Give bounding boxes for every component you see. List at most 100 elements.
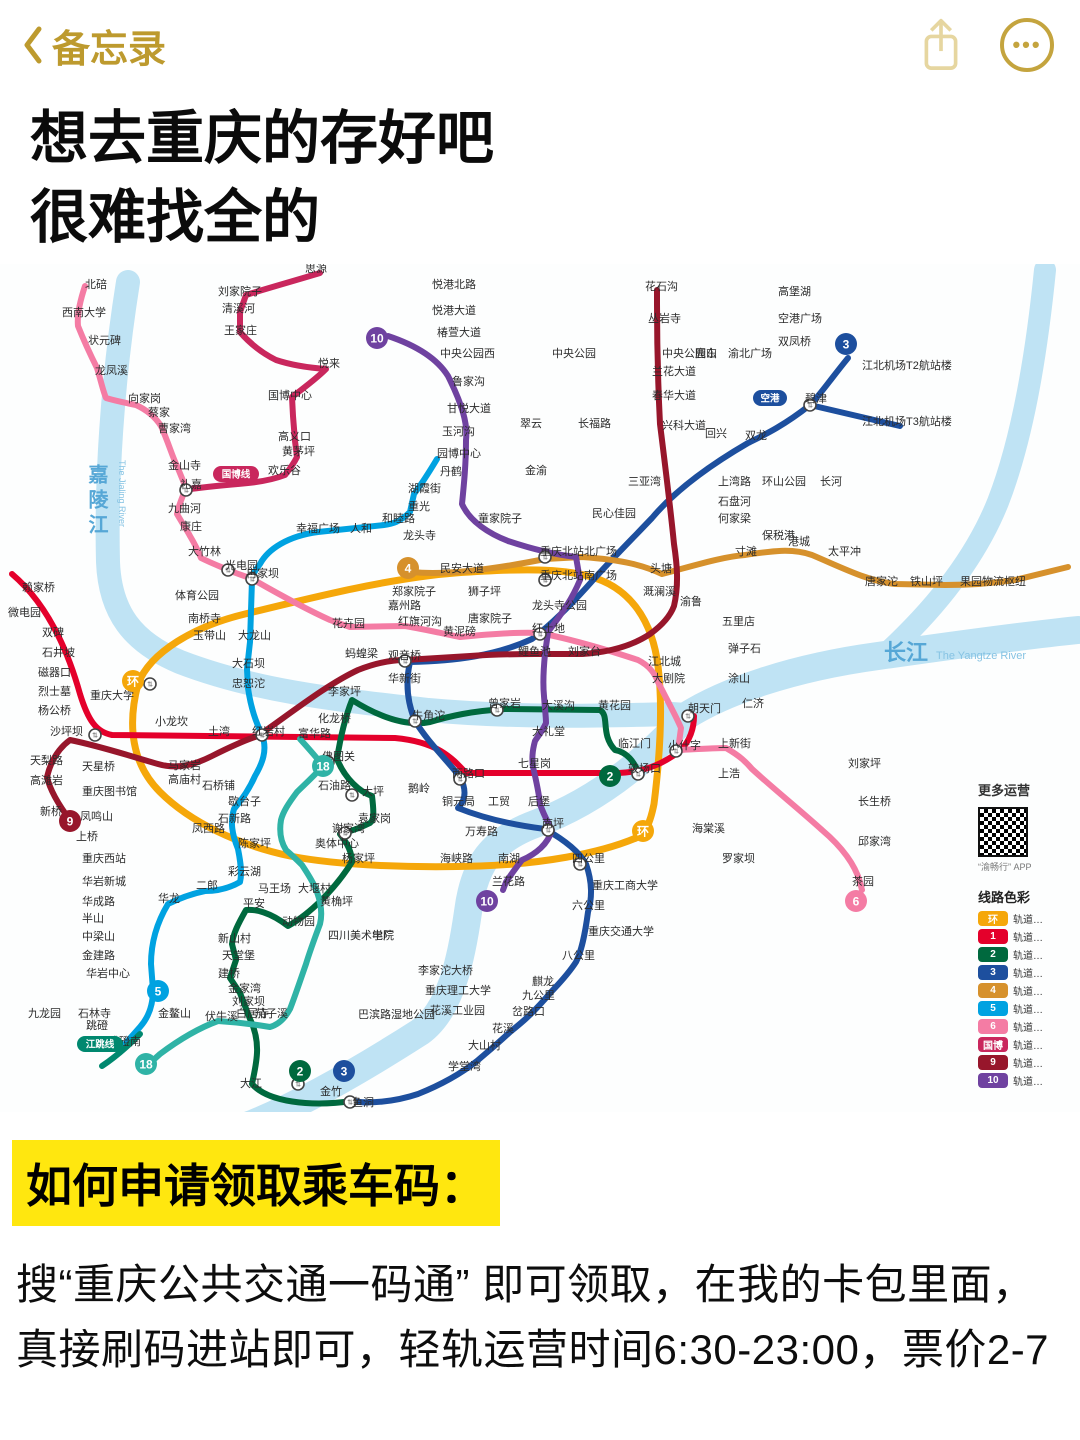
line-number-badge <box>312 754 334 777</box>
station-label: 上湾路 <box>718 474 751 488</box>
line-pill-label: 空港 <box>760 392 780 404</box>
station-label: 花溪 <box>492 1022 514 1035</box>
station-label: 头塘 <box>650 561 672 575</box>
station-label: 重庆图书馆 <box>82 784 137 798</box>
metro-line2 <box>227 696 643 1107</box>
station-label: 港城 <box>788 535 810 548</box>
station-label: 岔路口 <box>512 1005 545 1018</box>
back-button[interactable]: 备忘录 <box>22 18 166 73</box>
interchange-node <box>408 713 422 728</box>
station-label: 刘家坝 <box>232 994 265 1008</box>
station-label: 渝北广场 <box>728 346 772 360</box>
station-label: 杨公桥 <box>38 703 71 717</box>
interchange-arrows-icon: ⇅ <box>412 718 418 725</box>
metro-jiangtiao-line <box>99 1030 143 1069</box>
interchange-node <box>345 787 359 802</box>
station-label: 跳磴 <box>86 1018 108 1032</box>
interchange-node <box>255 727 269 742</box>
station-label: 动物园 <box>282 914 315 928</box>
interchange-arrows-icon: ⇅ <box>147 681 153 688</box>
station-label: 江北城 <box>648 655 681 668</box>
station-label: 红土地 <box>532 622 565 635</box>
station-label: 沙坪坝 <box>50 724 83 738</box>
station-label: 较场口 <box>628 761 661 775</box>
station-label: 何家梁 <box>718 511 751 525</box>
station-label: 高庙村 <box>168 772 201 786</box>
station-label: 双碑 <box>42 626 64 639</box>
jialing-river-label: 嘉陵江 <box>85 462 109 538</box>
station-label: 新桥 <box>40 804 62 818</box>
station-label: 袁家岗 <box>358 811 391 825</box>
station-label: 平安 <box>243 896 265 910</box>
station-label: 中央公园 <box>552 347 596 360</box>
station-label: 南桥寺 <box>188 612 221 625</box>
line-number-badge <box>632 819 654 842</box>
line-pill-badge <box>753 389 787 406</box>
station-label: 麒龙 <box>532 974 554 988</box>
station-label: 太平冲 <box>828 544 861 558</box>
metro-line3-airport-branch <box>807 401 903 429</box>
more-button[interactable]: ••• <box>1000 18 1054 72</box>
station-label: 李家坪 <box>328 684 361 698</box>
station-label: 大剧院 <box>652 671 685 685</box>
interchange-arrows-icon: ⇅ <box>349 792 355 799</box>
station-label: 礼嘉 <box>180 477 202 491</box>
station-label: 北碚 <box>85 277 107 291</box>
station-label: 空港广场 <box>778 311 822 325</box>
station-label: 两路口 <box>452 767 485 780</box>
interchange-arrows-icon: ⇅ <box>92 732 98 739</box>
interchange-node <box>453 771 467 786</box>
station-label: 化龙桥 <box>318 711 351 725</box>
station-label: 向家岗 <box>128 391 161 405</box>
interchange-arrows-icon: ⇅ <box>545 827 551 834</box>
station-label: 南坪 <box>542 817 564 830</box>
station-label: 金渝 <box>525 463 547 477</box>
station-label: 龙头寺 <box>403 529 436 542</box>
line-pill-badge <box>77 1035 123 1052</box>
interchange-node <box>669 743 683 758</box>
station-label: 六公里 <box>572 899 605 912</box>
note-title-line2: 很难找全的 <box>30 184 321 250</box>
station-label: 红岩村 <box>252 724 285 738</box>
station-label: 金家湾 <box>228 981 261 995</box>
legend-desc: 轨道… <box>1013 1004 1043 1016</box>
station-label: 烈士墓 <box>38 684 71 698</box>
station-label: 陈家坪 <box>238 836 271 850</box>
station-label: 磁器口 <box>38 666 71 679</box>
legend-desc: 轨道… <box>1013 1040 1043 1052</box>
station-label: 歇台子 <box>228 794 261 808</box>
station-label: 重庆工商大学 <box>592 878 658 892</box>
station-label: 黄花园 <box>598 698 631 712</box>
station-label: 万寿路 <box>465 824 498 838</box>
share-button[interactable] <box>916 16 966 74</box>
station-label: 重庆西站 <box>82 851 126 865</box>
interchange-arrows-icon: ⇅ <box>295 1081 301 1088</box>
yangtze-river-label: 长江 <box>884 640 928 665</box>
interchange-arrows-icon: ⇅ <box>494 707 500 714</box>
legend-chip: 9 <box>978 1054 1008 1070</box>
station-label: 童家院子 <box>478 511 522 525</box>
station-label: 花卉园 <box>332 617 365 630</box>
interchange-arrows-icon: ⇅ <box>673 748 679 755</box>
interchange-node <box>221 562 235 577</box>
station-label: 九曲河 <box>168 502 201 515</box>
legend-desc: 轨道… <box>1013 986 1043 998</box>
river-band <box>95 269 698 728</box>
station-label: 刘家坪 <box>848 756 881 770</box>
interchange-node <box>343 1094 357 1109</box>
station-label: 花石沟 <box>645 280 678 293</box>
station-label: 园博中心 <box>437 447 481 460</box>
station-label: 茄子溪 <box>255 1006 288 1020</box>
station-label: 仁济 <box>742 696 764 710</box>
line-number-label: 6 <box>853 894 860 908</box>
legend-row: 环轨道… <box>978 910 1078 926</box>
station-label: 大石坝 <box>232 656 265 670</box>
line-number-label: 10 <box>370 331 384 345</box>
